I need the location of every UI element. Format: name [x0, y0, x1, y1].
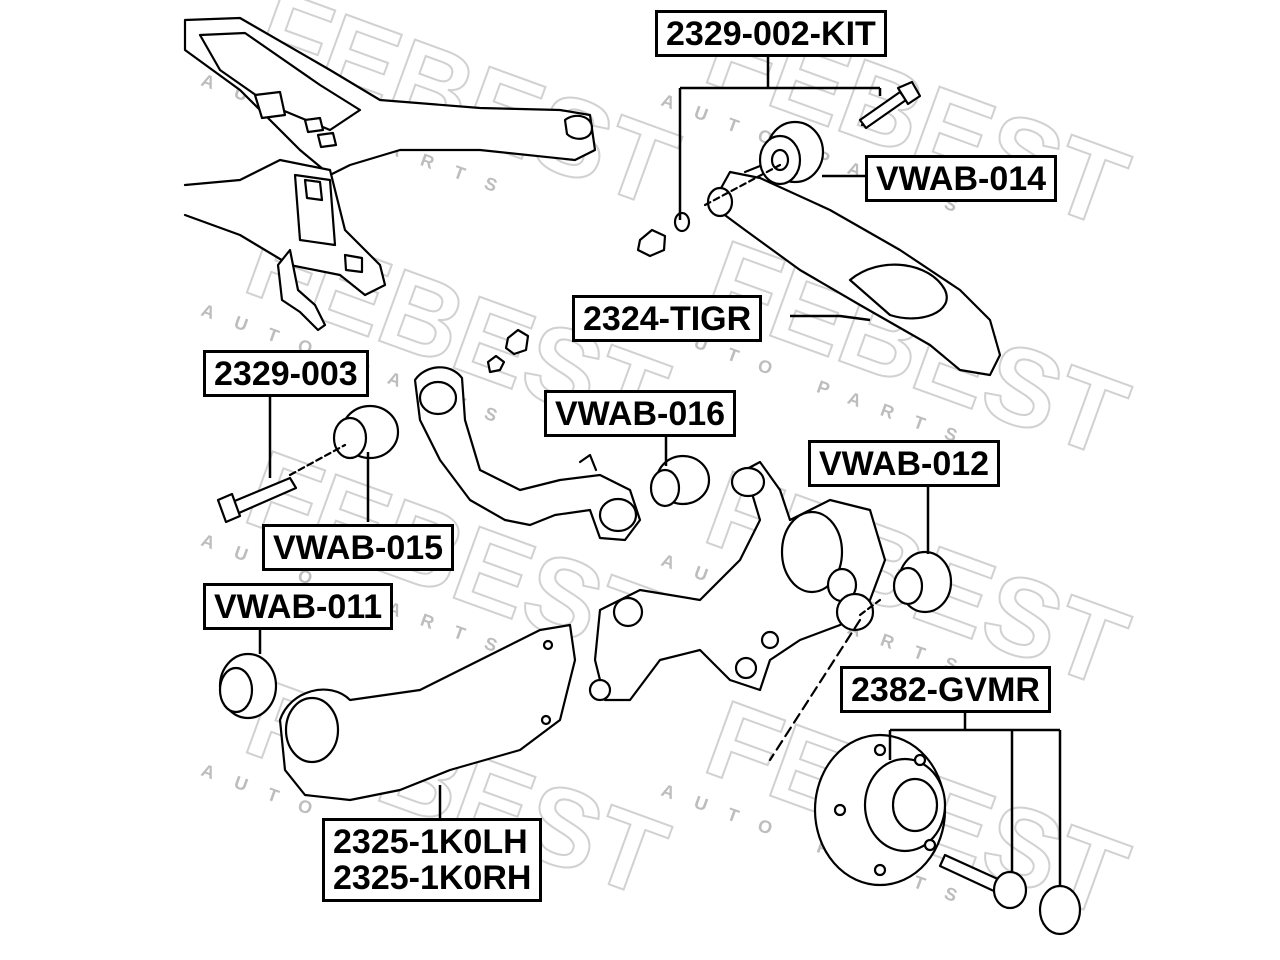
- label-2329-003[interactable]: 2329-003: [203, 350, 369, 397]
- label-vwab-012-text: VWAB-012: [819, 445, 990, 483]
- label-2329-002-kit[interactable]: 2329-002-KIT: [655, 10, 887, 57]
- label-vwab-012[interactable]: VWAB-012: [808, 440, 1001, 487]
- label-2324-tigr-text: 2324-TIGR: [583, 300, 752, 338]
- wheel-hub-drawing: [813, 733, 1082, 936]
- label-vwab-016[interactable]: VWAB-016: [544, 390, 737, 437]
- label-2324-tigr[interactable]: 2324-TIGR: [572, 295, 763, 342]
- label-vwab-016-text: VWAB-016: [555, 395, 726, 433]
- label-2329-003-text: 2329-003: [214, 355, 358, 393]
- label-2325-1k0lh-text: 2325-1K0LH: [333, 823, 528, 861]
- trailing-arm-drawing: [218, 623, 577, 802]
- label-2382-gvmr[interactable]: 2382-GVMR: [840, 666, 1051, 713]
- leader-lines: [258, 50, 1062, 886]
- label-2325-1k0rh-text: 2325-1K0RH: [333, 858, 532, 897]
- label-2325-1k0[interactable]: 2325-1K0LH 2325-1K0RH: [322, 818, 543, 903]
- label-vwab-011-text: VWAB-011: [214, 588, 383, 626]
- lower-arm-assembly: [216, 328, 711, 542]
- hub-cap: [1038, 884, 1082, 936]
- label-2329-002-kit-text: 2329-002-KIT: [666, 15, 876, 53]
- label-vwab-015[interactable]: VWAB-015: [262, 524, 455, 571]
- subframe-drawing: [183, 16, 597, 332]
- label-vwab-015-text: VWAB-015: [273, 529, 444, 567]
- label-vwab-014-text: VWAB-014: [876, 160, 1047, 198]
- upper-arm-assembly: [636, 80, 1002, 377]
- label-vwab-011[interactable]: VWAB-011: [203, 583, 394, 630]
- label-2382-gvmr-text: 2382-GVMR: [851, 671, 1040, 709]
- label-vwab-014[interactable]: VWAB-014: [865, 155, 1058, 202]
- knuckle-drawing: [588, 460, 953, 762]
